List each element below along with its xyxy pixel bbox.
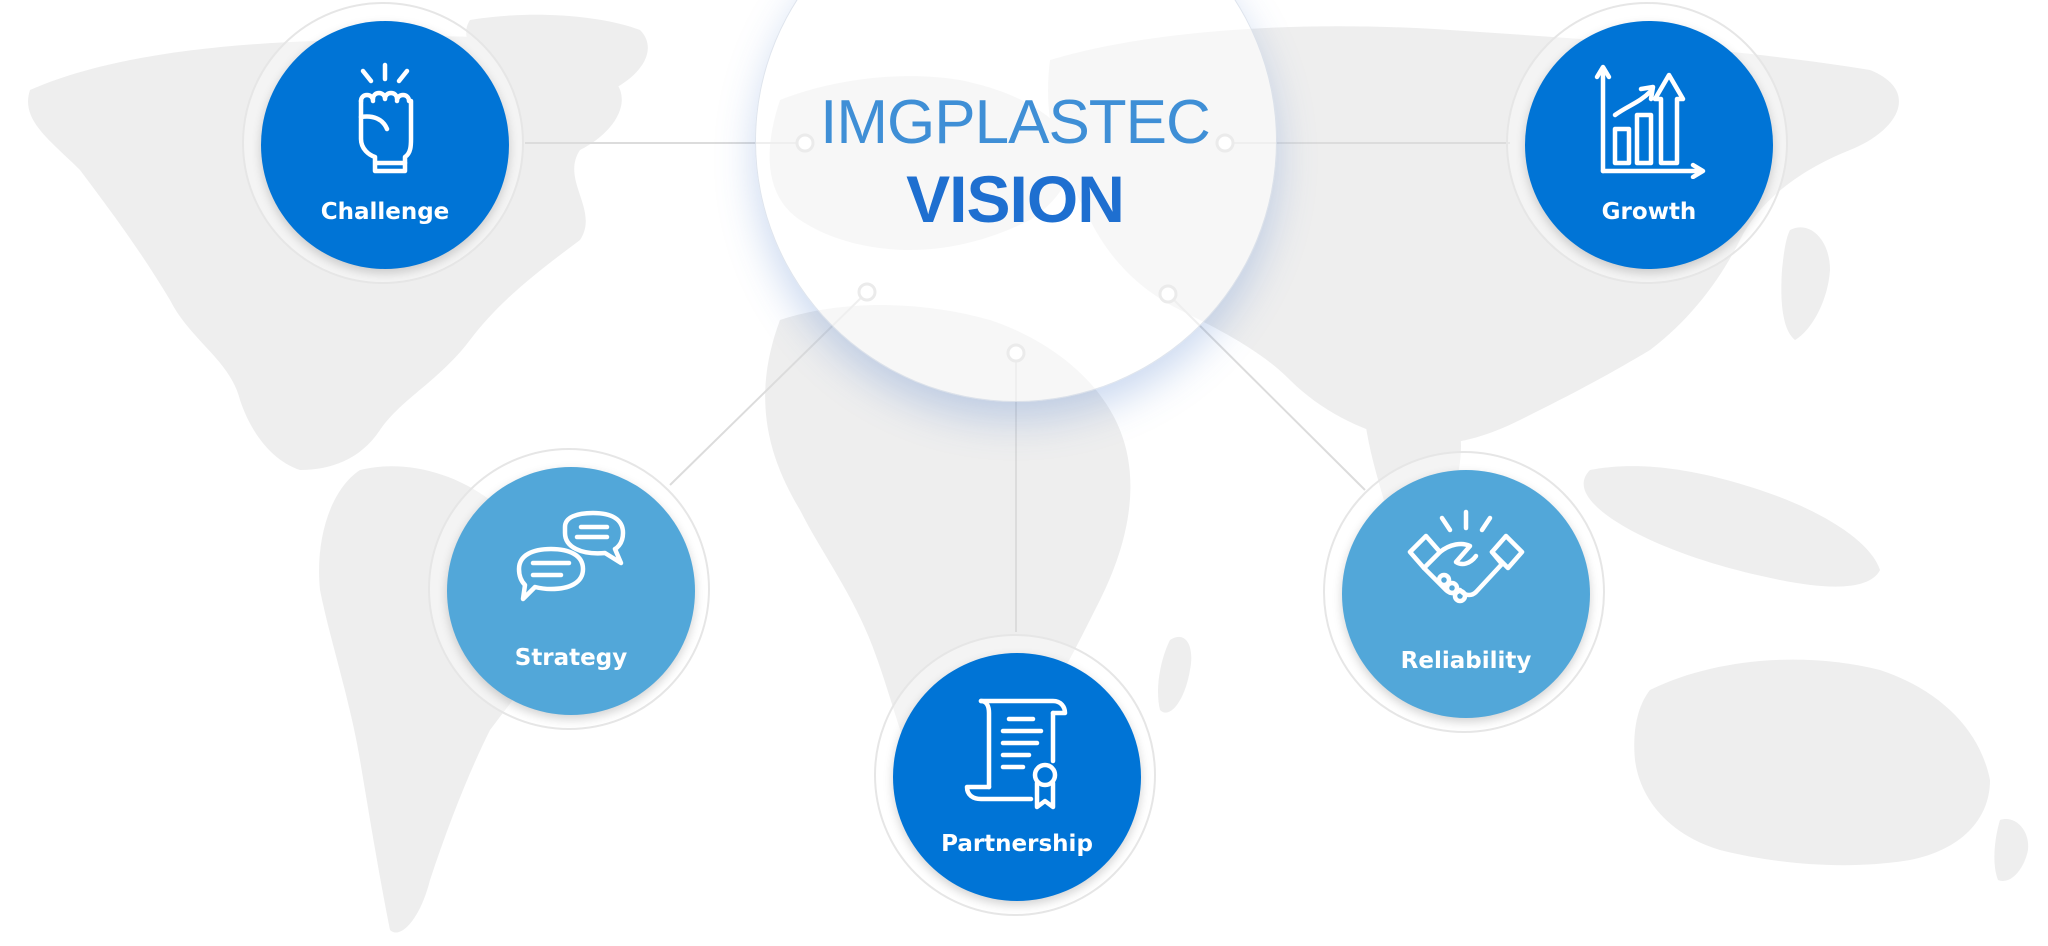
handshake-icon	[1407, 509, 1525, 604]
node-reliability-label: Reliability	[1400, 648, 1532, 674]
node-growth-circle: Growth	[1525, 21, 1773, 269]
node-strategy-circle: Strategy	[447, 467, 695, 715]
node-strategy-label: Strategy	[514, 645, 628, 671]
node-growth-label: Growth	[1601, 199, 1697, 225]
map-australia	[1634, 659, 1990, 866]
connector-reliability	[1167, 293, 1366, 491]
node-challenge-label: Challenge	[320, 199, 450, 225]
center-hub	[755, 0, 1277, 402]
node-partnership-circle: Partnership	[893, 653, 1141, 901]
map-greenland	[466, 14, 648, 97]
node-reliability-circle: Reliability	[1342, 470, 1590, 718]
node-strategy: Strategy	[428, 448, 710, 730]
node-challenge-circle: Challenge	[261, 21, 509, 269]
hub-title: IMGPLASTEC	[820, 88, 1211, 157]
speech-bubbles-icon	[516, 510, 626, 602]
map-southeast-asia	[1583, 466, 1880, 587]
node-partnership: Partnership	[874, 634, 1156, 916]
map-japan	[1781, 227, 1830, 340]
hub-subtitle: VISION	[906, 162, 1125, 236]
node-growth: Growth	[1506, 2, 1788, 284]
node-partnership-label: Partnership	[941, 831, 1093, 857]
map-madagascar	[1158, 636, 1192, 713]
node-challenge: Challenge	[242, 2, 524, 284]
fist-icon	[358, 62, 414, 174]
bar-chart-growth-icon	[1594, 64, 1706, 179]
certificate-scroll-icon	[964, 698, 1068, 810]
node-reliability: Reliability	[1323, 451, 1605, 733]
map-new-zealand	[1994, 819, 2029, 881]
